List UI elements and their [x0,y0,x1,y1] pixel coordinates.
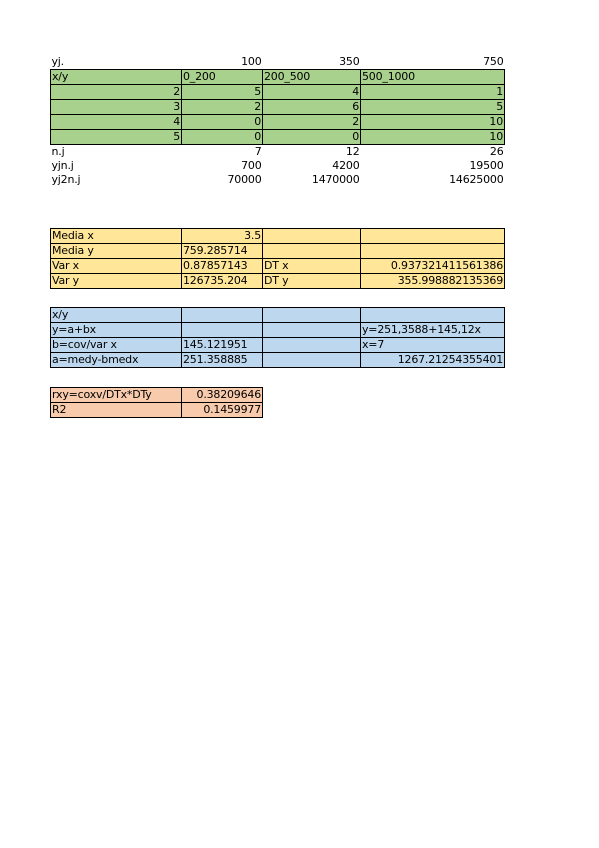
cell[interactable]: yjn.j [51,159,74,172]
table-row: Media y 759.285714 [50,243,505,259]
cell[interactable]: 145.121951 [181,337,263,353]
table-row: rxy=coxv/DTx*DTy 0.38209646 [50,387,263,403]
cell[interactable]: 5 [50,129,182,145]
cell[interactable] [181,322,263,338]
cell[interactable]: 750 [483,55,504,68]
cell[interactable]: 0.1459977 [181,402,263,418]
correlation-table: rxy=coxv/DTx*DTy 0.38209646 R2 0.1459977 [50,387,263,418]
cell[interactable]: 4200 [332,159,360,172]
cell[interactable]: x=7 [360,337,505,353]
cell[interactable] [360,243,505,259]
cell[interactable]: Media y [50,243,182,259]
cell[interactable]: 355.998882135369 [360,273,505,289]
cell[interactable]: 3 [50,99,182,115]
cell[interactable]: y=251,3588+145,12x [360,322,505,338]
yj2nj-row: yj2n.j 70000 1470000 14625000 [51,173,505,187]
table-row: b=cov/var x 145.121951 x=7 [50,337,505,353]
nj-row: n.j 7 12 26 [51,145,505,160]
cell[interactable]: 1 [360,84,505,100]
cell[interactable]: 251.358885 [181,352,263,368]
cell[interactable]: rxy=coxv/DTx*DTy [50,387,182,403]
cell[interactable]: 3.5 [181,228,263,244]
cell[interactable]: 350 [339,55,360,68]
cell[interactable]: 6 [262,99,361,115]
cell[interactable]: Var y [50,273,182,289]
cell[interactable]: 7 [254,145,262,158]
cell[interactable]: 19500 [469,159,504,172]
table-row: Var x 0.87857143 DT x 0.937321411561386 [50,258,505,274]
cell[interactable]: 70000 [227,173,262,186]
cell[interactable]: 0 [262,129,361,145]
cell[interactable]: 0.87857143 [181,258,263,274]
cell[interactable] [262,322,361,338]
cell[interactable]: 0.937321411561386 [360,258,505,274]
cell[interactable]: 12 [345,145,360,158]
cell[interactable] [360,228,505,244]
cell[interactable]: 26 [489,145,504,158]
cell[interactable]: 2 [181,99,263,115]
cell[interactable]: 5 [181,84,263,100]
cell[interactable]: 10 [360,129,505,145]
cell[interactable]: 4 [50,114,182,130]
cell[interactable] [262,307,361,323]
cell[interactable]: 1267.21254355401 [360,352,505,368]
cell[interactable]: 2 [262,114,361,130]
table-row: Var y 126735.204 DT y 355.998882135369 [50,273,505,289]
table-header-row: x/y 0_200 200_500 500_1000 [50,69,505,85]
cell[interactable]: DT x [262,258,361,274]
cell[interactable]: 200_500 [262,69,361,85]
cell[interactable]: 14625000 [449,173,504,186]
yj-row: yj. 100 350 750 [51,55,505,70]
cell[interactable]: R2 [50,402,182,418]
cell[interactable]: 10 [360,114,505,130]
cell[interactable] [262,228,361,244]
table-row: 4 0 2 10 [50,114,505,130]
table-row: 2 5 4 1 [50,84,505,100]
yjnj-row: yjn.j 700 4200 19500 [51,159,505,173]
table-row: Media x 3.5 [50,228,505,244]
cell[interactable] [262,243,361,259]
cell[interactable]: n.j [51,145,65,158]
cell[interactable]: a=medy-bmedx [50,352,182,368]
cell[interactable]: 0_200 [181,69,263,85]
cell[interactable]: yj2n.j [51,173,81,186]
table-row: y=a+bx y=251,3588+145,12x [50,322,505,338]
table-row: R2 0.1459977 [50,402,263,418]
cell[interactable]: Var x [50,258,182,274]
stats-table: Media x 3.5 Media y 759.285714 Var x 0.8… [50,228,505,289]
cell[interactable]: x/y [50,307,182,323]
table-header-row: x/y [50,307,505,323]
cell[interactable]: y=a+bx [50,322,182,338]
cell[interactable]: 100 [241,55,262,68]
cell[interactable] [181,307,263,323]
cell[interactable]: x/y [50,69,182,85]
cell[interactable] [360,307,505,323]
table-row: a=medy-bmedx 251.358885 1267.21254355401 [50,352,505,368]
cell[interactable]: 126735.204 [181,273,263,289]
cell[interactable]: 2 [50,84,182,100]
cell[interactable]: 700 [241,159,262,172]
cell[interactable]: 4 [262,84,361,100]
cell[interactable]: yj. [51,55,65,68]
cell[interactable]: DT y [262,273,361,289]
cell[interactable]: 500_1000 [360,69,505,85]
cell[interactable]: 0 [181,114,263,130]
frequency-table: yj. 100 350 750 x/y 0_200 200_500 500_10… [50,55,505,187]
cell[interactable]: 1470000 [311,173,360,186]
cell[interactable] [262,352,361,368]
regression-table: x/y y=a+bx y=251,3588+145,12x b=cov/var … [50,307,505,368]
cell[interactable] [262,337,361,353]
cell[interactable]: 759.285714 [181,243,263,259]
table-row: 5 0 0 10 [50,129,505,145]
cell[interactable]: 5 [360,99,505,115]
cell[interactable]: b=cov/var x [50,337,182,353]
cell[interactable]: 0 [181,129,263,145]
table-row: 3 2 6 5 [50,99,505,115]
cell[interactable]: Media x [50,228,182,244]
cell[interactable]: 0.38209646 [181,387,263,403]
